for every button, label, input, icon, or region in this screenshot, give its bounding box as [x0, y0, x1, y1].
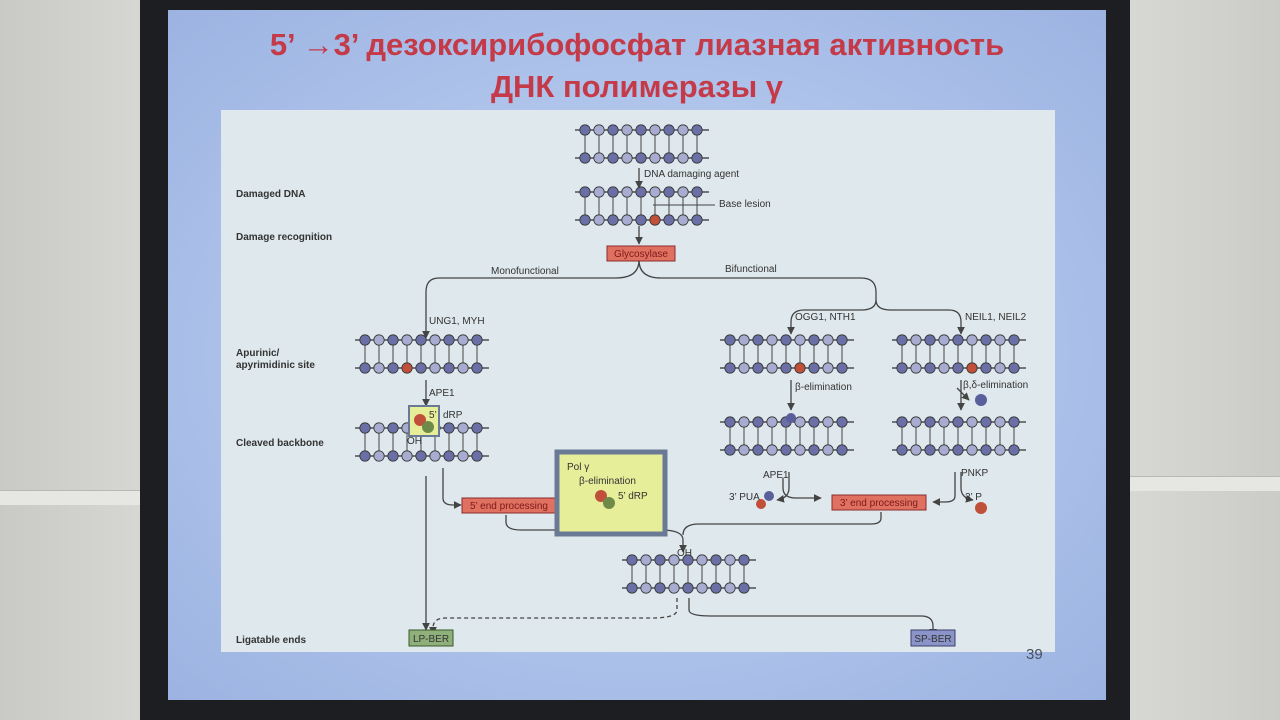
dRP-phosphate-icon [603, 497, 615, 509]
label-base-lesion: Base lesion [719, 199, 771, 210]
label-beta-elimination: β-elimination [795, 382, 852, 393]
row-label-damaged-dna: Damaged DNA [236, 189, 305, 200]
dna-strand [892, 334, 1026, 346]
dna-strand [575, 152, 709, 164]
label-ape1-left: APE1 [429, 388, 455, 399]
label-ung1-myh: UNG1, MYH [429, 316, 485, 327]
room-wall-right [1120, 0, 1280, 720]
slide-title-line-1: 5’ →3’ дезоксирибофосфат лиазная активно… [269, 27, 1005, 62]
pathway-connectors [422, 168, 974, 637]
dRP-left-sugar-icon [414, 414, 426, 426]
dna-strand [720, 334, 854, 346]
three-end-processing-label: 3’ end processing [840, 498, 918, 509]
label-pnkp: PNKP [961, 468, 989, 479]
three-end-processing-box [831, 494, 927, 511]
pua-icon-2 [756, 499, 766, 509]
wall-trim-left [0, 490, 140, 505]
ogg1-dRP-icon [786, 413, 796, 423]
label-oh-center: OH [677, 548, 692, 559]
sp-ber-label: SP-BER [914, 634, 951, 645]
pol-gamma-beta-elim-label: β-elimination [579, 476, 636, 487]
ber-pathway-figure: Glycosylase 5’ end processing 3’ end pro… [221, 110, 1055, 652]
dna-strand [575, 186, 709, 198]
label-beta-delta-elimination: β,δ-elimination [963, 380, 1028, 391]
dna-strand [892, 444, 1026, 456]
dna-strand [622, 582, 756, 594]
row-label-damage-recognition: Damage recognition [236, 232, 332, 243]
dna-duplex-layer [355, 124, 1026, 594]
dna-strand [622, 554, 756, 566]
label-neil1-neil2: NEIL1, NEIL2 [965, 312, 1027, 323]
label-dRP: dRP [443, 410, 463, 421]
dRP-left-phosphate-icon [422, 421, 434, 433]
glycosylase-label: Glycosylase [614, 249, 668, 260]
dna-strand [720, 416, 854, 428]
dna-strand [720, 362, 854, 374]
dna-strand [575, 214, 709, 226]
dna-strand [892, 362, 1026, 374]
pua-icon-1 [764, 491, 774, 501]
row-label-ap-site-1: Apurinic/ [236, 348, 280, 359]
label-oh-left: OH [407, 436, 422, 447]
p3-icon [975, 502, 987, 514]
neil-released-icon [975, 394, 987, 406]
label-ape1-right: APE1 [763, 470, 789, 481]
pol-gamma-label: Pol γ [567, 462, 589, 473]
slide-title: 5’ →3’ дезоксирибофосфат лиазная активно… [168, 24, 1106, 108]
row-label-ap-site-2: apyrimidinic site [236, 360, 315, 371]
label-ogg1-nth1: OGG1, NTH1 [795, 312, 856, 323]
dna-strand [355, 450, 489, 462]
presentation-slide: 5’ →3’ дезоксирибофосфат лиазная активно… [168, 10, 1106, 700]
label-monofunctional: Monofunctional [491, 266, 559, 277]
dna-strand [355, 362, 489, 374]
dna-strand [720, 444, 854, 456]
row-label-ligatable-ends: Ligatable ends [236, 635, 306, 646]
room-wall-left [0, 0, 140, 720]
five-end-processing-label: 5’ end processing [470, 501, 548, 512]
pol-gamma-box [554, 449, 668, 537]
pol-gamma-dRP-label: 5’ dRP [618, 491, 648, 502]
label-pua-3prime: 3’ PUA [729, 492, 760, 503]
dna-strand [575, 124, 709, 136]
lp-ber-box [408, 629, 454, 647]
label-p-3prime: 3’ P [965, 492, 982, 503]
glycosylase-box [606, 245, 676, 262]
label-bifunctional: Bifunctional [725, 264, 777, 275]
dRP-sugar-icon [595, 490, 607, 502]
slide-title-line-2: ДНК полимеразы γ [490, 69, 784, 104]
lp-ber-label: LP-BER [413, 634, 449, 645]
wall-trim-right [1130, 476, 1280, 491]
dna-strand [892, 416, 1026, 428]
ber-pathway-diagram: Glycosylase 5’ end processing 3’ end pro… [236, 124, 1028, 647]
slide-page-number: 39 [1026, 646, 1043, 663]
label-dRP-5prime: 5’ [429, 410, 437, 421]
label-dna-damaging-agent: DNA damaging agent [644, 169, 739, 180]
dna-strand [355, 334, 489, 346]
sp-ber-box [910, 629, 956, 647]
row-label-cleaved-backbone: Cleaved backbone [236, 438, 324, 449]
